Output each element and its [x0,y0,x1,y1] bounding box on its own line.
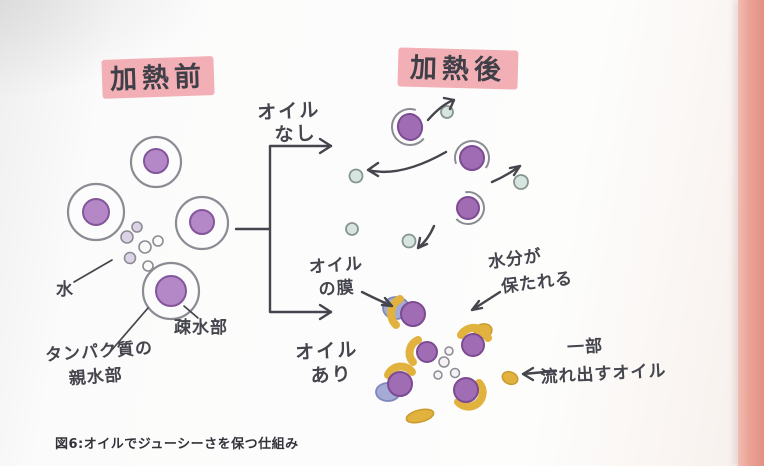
oil-film-arc [454,379,487,411]
page-edge-strip [738,0,764,466]
protein-core [416,341,438,363]
oil-film-line1: オイル [308,254,363,278]
protein-core [459,145,485,171]
escaped-water-droplet [348,168,364,184]
water-escape-arrow [426,96,456,122]
oil-film-arc [384,362,416,379]
no-oil-line1: オイル [257,99,321,124]
hydrophilic-pointer-line [109,307,149,353]
protein-core [461,333,485,357]
oil-film-arc [457,323,492,342]
water-pointer-line [73,259,113,283]
leaked-oil-annotation: 一部 流れ出すオイル [540,335,667,388]
oil-film-arrow [360,290,394,308]
protein-core [453,377,479,403]
with-oil-arrowhead [318,303,333,321]
no-oil-arrowhead [318,137,333,155]
after-no-oil-cluster [345,96,529,250]
protein-core [400,301,426,327]
water-escape-arrow [490,164,522,184]
moisture-kept-annotation: 水分が 保たれる [487,245,574,298]
figure-caption: 図6:オイルでジューシーさを保つ仕組み [55,437,299,452]
retained-water-droplet [438,356,450,368]
protein-core [82,198,110,226]
oil-film-annotation: オイル の膜 [308,254,363,300]
protein-core [189,209,215,235]
escaped-water-droplet [513,174,529,190]
after-with-oil-cluster [375,295,519,424]
before-heating-text: 加熱前 [110,60,207,95]
after-heating-label: 加熱後 [397,47,519,90]
leaked-oil-line1: 一部 [567,335,604,358]
escaped-water-droplet [401,233,417,249]
highlight-before [101,56,215,99]
before-heating-cells [66,135,230,321]
branch-lines [234,144,333,314]
leaked-oil-blob [405,408,435,424]
leaked-oil-blob [501,370,519,386]
no-oil-line2: なし [274,122,317,146]
moisture-arrow [470,290,502,312]
water-annotation: 水 [56,279,74,300]
protein-core [387,371,413,397]
before-heating-label: 加熱前 [101,56,215,99]
retained-water-droplet [449,367,461,379]
with-oil-line1: オイル [295,339,359,364]
water-droplet [123,251,137,265]
protein-core [143,148,169,174]
water-droplets-before [120,221,164,272]
water-droplet [131,221,143,233]
after-heating-text: 加熱後 [410,53,507,87]
oil-film-arc [405,336,422,366]
hydrophobic-pointer-line [183,305,199,319]
water-droplet [142,260,154,272]
retained-water-droplet [444,346,454,356]
water-escape-arrow [416,224,436,250]
hydrophilic-line1: タンパク質の [44,337,153,365]
protein-core [396,113,424,141]
protein-core [456,196,480,220]
water-escape-arrow [366,150,448,178]
no-oil-branch-label: オイル なし [257,99,321,146]
moisture-line2: 保たれる [499,268,574,298]
hydrophilic-line2: 親水部 [68,364,123,389]
with-oil-line2: あり [310,363,353,387]
oil-film-line2: の膜 [318,277,355,300]
water-droplet [138,240,152,254]
with-oil-branch-label: オイル あり [295,339,359,388]
highlight-after [397,47,519,90]
broken-membrane [391,108,429,146]
water-droplet [152,235,164,247]
protein-core [155,275,187,307]
leaked-oil-line2: 流れ出すオイル [540,360,667,388]
branch-arrows [234,137,333,321]
leaked-oil-arrow [521,366,558,382]
hydrophobic-annotation: 疎水部 [174,317,228,338]
hydrophilic-annotation: タンパク質の 親水部 [44,337,153,389]
moisture-line1: 水分が [487,245,543,272]
retained-water-droplet [433,370,443,380]
water-droplet [120,230,134,244]
escaped-water-droplet [345,222,359,236]
oil-film-arc [387,295,404,329]
